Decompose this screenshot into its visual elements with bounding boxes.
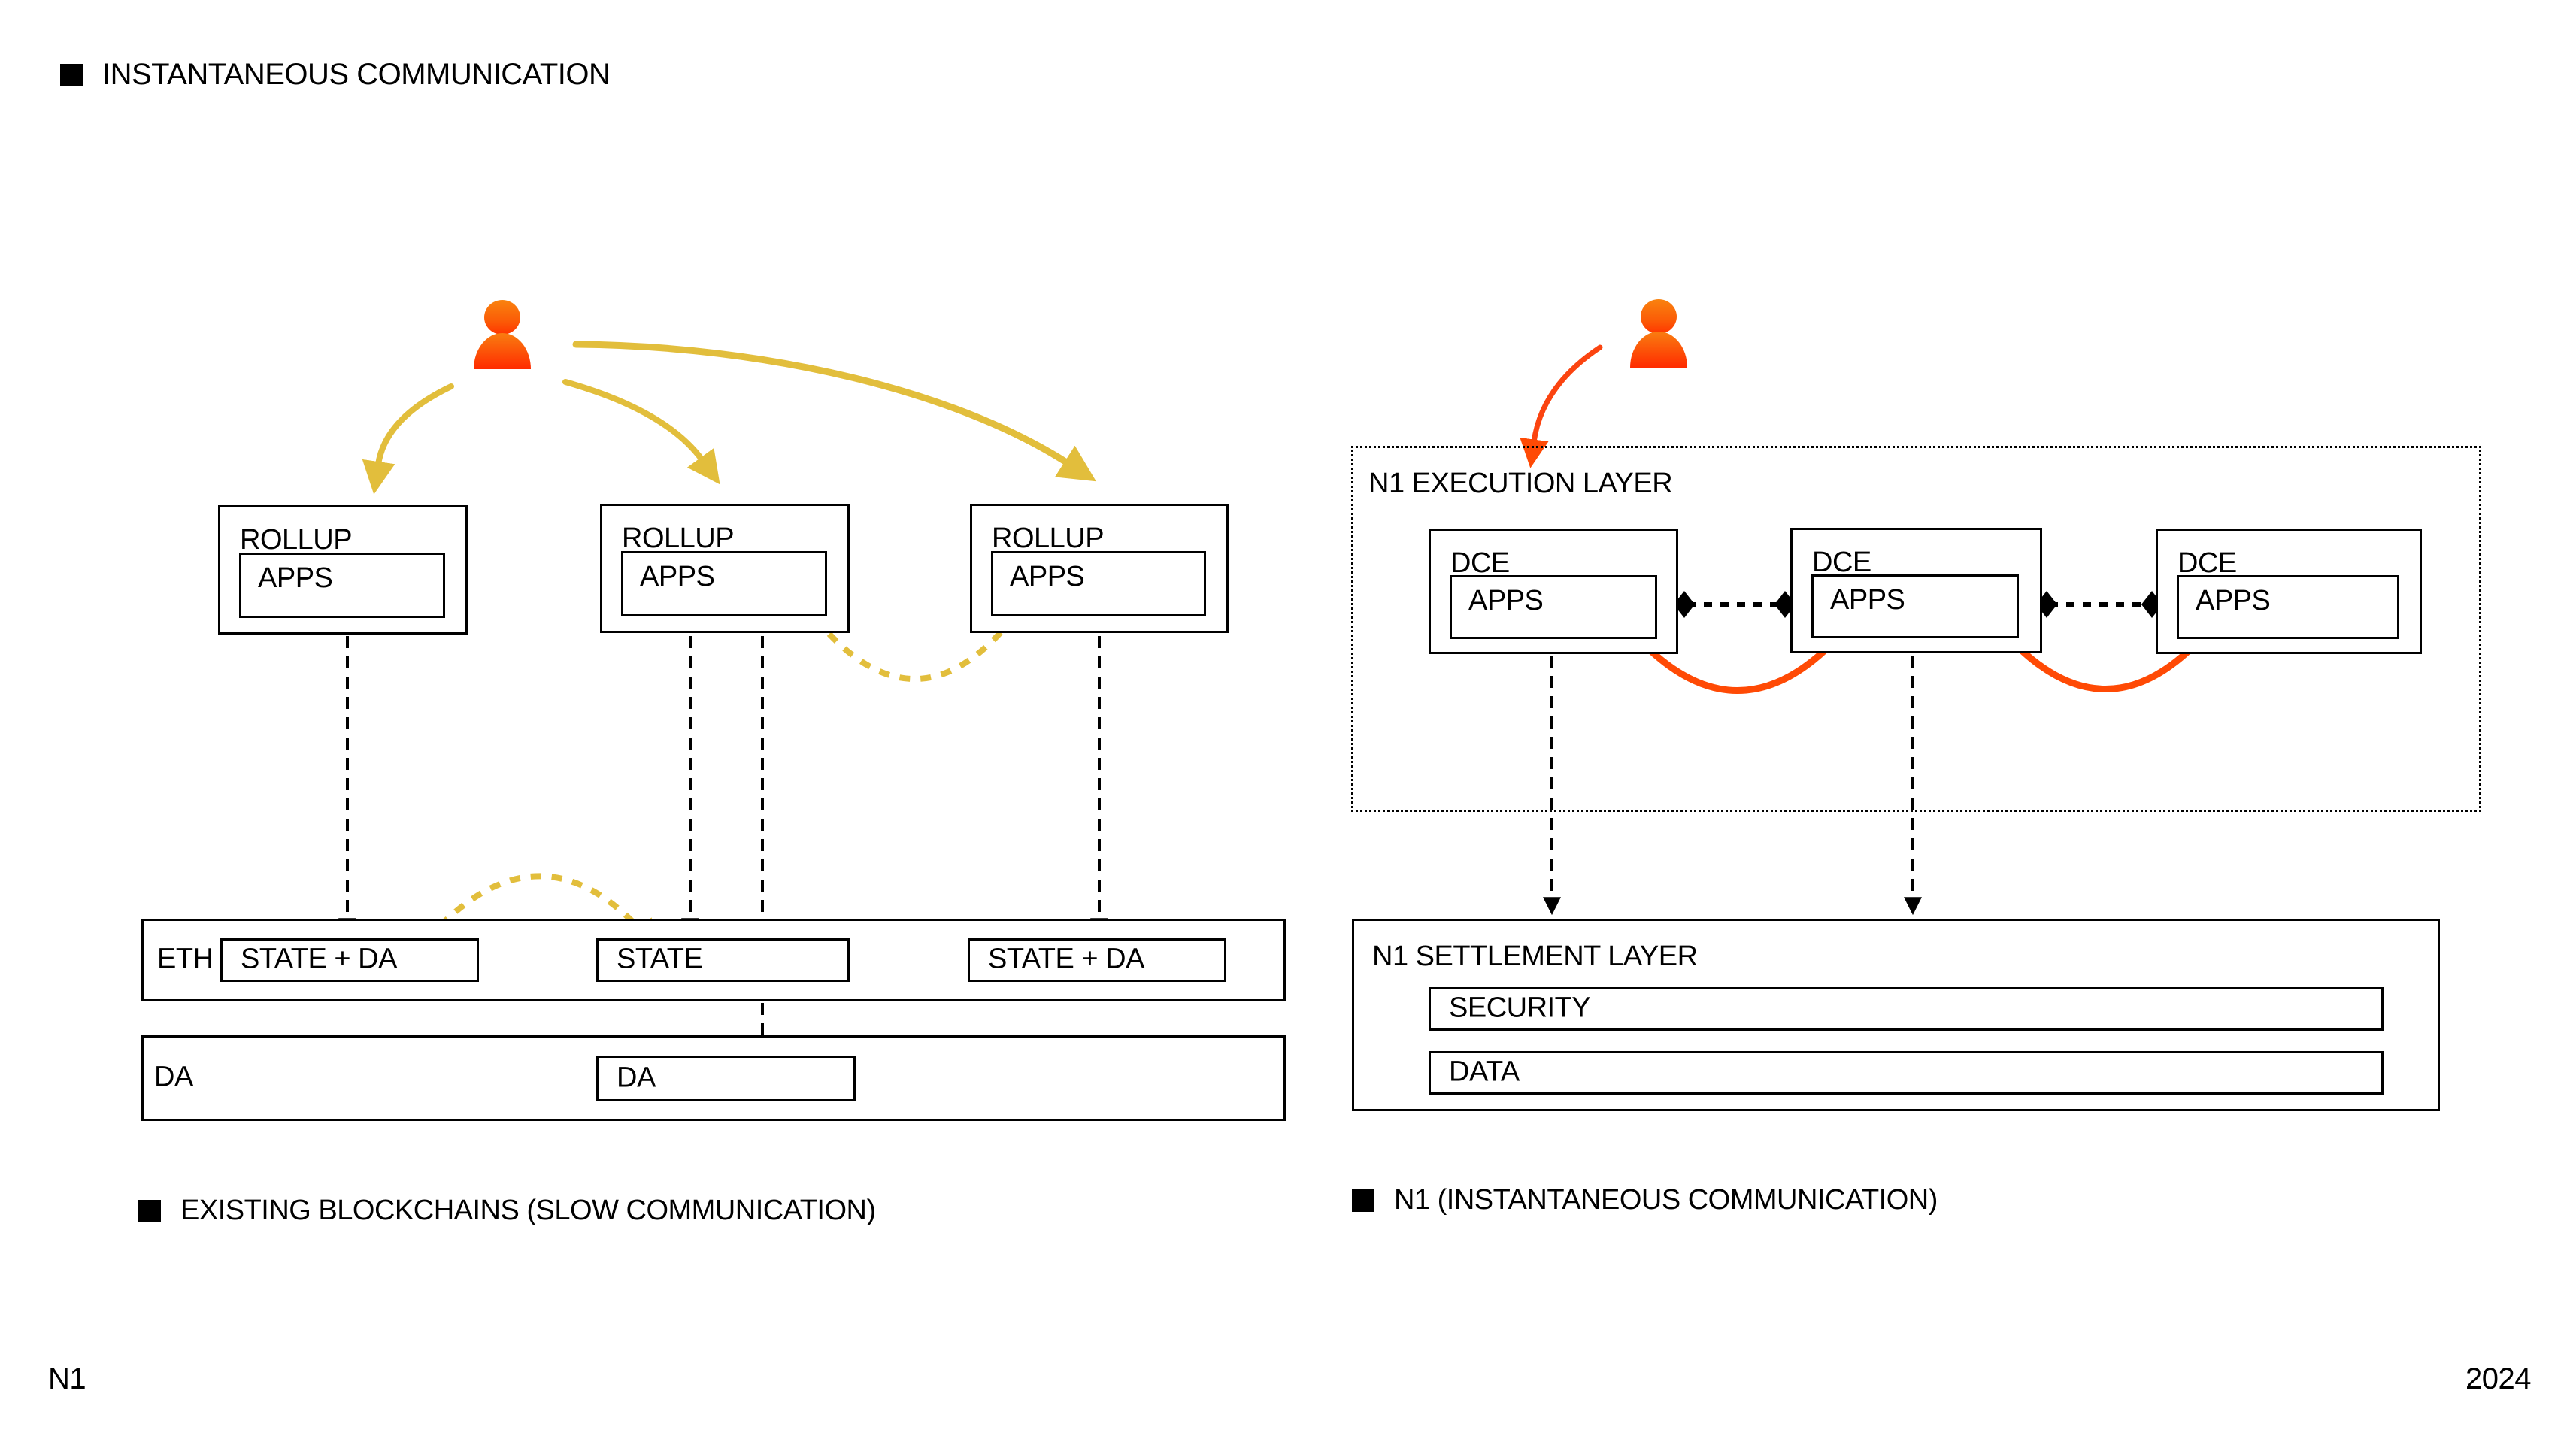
security-label: SECURITY <box>1449 992 1591 1024</box>
right-caption-label: N1 (INSTANTANEOUS COMMUNICATION) <box>1394 1184 1938 1216</box>
square-bullet-icon <box>1352 1189 1374 1212</box>
user-to-rollup3-arrow <box>572 341 1096 482</box>
state-da-box: STATE + DA <box>968 938 1226 982</box>
user-icon <box>1630 299 1687 368</box>
user-head-icon <box>1641 299 1677 334</box>
state-da-label: STATE + DA <box>241 943 397 975</box>
user-to-execution-arrow <box>1520 344 1603 468</box>
apps-label: APPS <box>640 561 715 592</box>
apps-label: APPS <box>1010 561 1085 592</box>
dce-box: DCE APPS <box>2156 529 2422 654</box>
data-box: DATA <box>1429 1051 2384 1095</box>
apps-box: APPS <box>239 553 445 618</box>
square-bullet-icon <box>60 64 83 86</box>
user-to-rollup1-arrow <box>362 383 454 495</box>
data-label: DATA <box>1449 1056 1520 1088</box>
dce-label: DCE <box>1812 547 1871 578</box>
state-box: STATE <box>596 938 850 982</box>
left-caption-label: EXISTING BLOCKCHAINS (SLOW COMMUNICATION… <box>180 1195 876 1226</box>
rollup-label: ROLLUP <box>240 524 353 556</box>
user-to-rollup2-arrow <box>562 379 720 485</box>
rollup-box: ROLLUP APPS <box>970 504 1229 633</box>
dce-box: DCE APPS <box>1429 529 1678 654</box>
state-da-box: STATE + DA <box>220 938 479 982</box>
rollup-box: ROLLUP APPS <box>218 505 468 635</box>
right-caption: N1 (INSTANTANEOUS COMMUNICATION) <box>1352 1186 1938 1215</box>
settlement-layer: N1 SETTLEMENT LAYER SECURITY DATA <box>1352 919 2440 1111</box>
apps-label: APPS <box>258 562 333 594</box>
page-title: INSTANTANEOUS COMMUNICATION <box>60 58 611 91</box>
user-body-icon <box>1630 332 1687 368</box>
state-da-label: STATE + DA <box>988 943 1144 975</box>
da-box-label: DA <box>617 1062 656 1094</box>
settlement-layer-label: N1 SETTLEMENT LAYER <box>1372 941 1698 972</box>
apps-box: APPS <box>1811 574 2019 638</box>
eth-row: ETH STATE + DA STATE STATE + DA <box>141 919 1286 1001</box>
rollup-label: ROLLUP <box>992 523 1105 554</box>
da-box: DA <box>596 1056 856 1101</box>
dce-box: DCE APPS <box>1790 528 2042 653</box>
rollup-label: ROLLUP <box>622 523 735 554</box>
footer-year: 2024 <box>2465 1362 2531 1395</box>
da-row: DA DA <box>141 1035 1286 1121</box>
rollup-box: ROLLUP APPS <box>600 504 850 633</box>
apps-box: APPS <box>991 551 1206 616</box>
dce-label: DCE <box>2177 547 2237 579</box>
apps-label: APPS <box>1830 584 1905 616</box>
state-label: STATE <box>617 943 703 975</box>
apps-box: APPS <box>1450 575 1657 639</box>
apps-box: APPS <box>2177 575 2399 639</box>
page-title-label: INSTANTANEOUS COMMUNICATION <box>102 58 611 91</box>
user-head-icon <box>484 300 520 335</box>
footer-brand: N1 <box>48 1362 86 1395</box>
execution-layer <box>1351 446 2481 812</box>
left-caption: EXISTING BLOCKCHAINS (SLOW COMMUNICATION… <box>138 1195 876 1226</box>
apps-label: APPS <box>1468 585 1544 616</box>
execution-layer-label: N1 EXECUTION LAYER <box>1368 468 1673 499</box>
eth-label: ETH <box>157 943 214 975</box>
square-bullet-icon <box>138 1200 161 1222</box>
apps-box: APPS <box>621 551 827 616</box>
user-body-icon <box>474 333 531 369</box>
apps-label: APPS <box>2196 585 2271 616</box>
security-box: SECURITY <box>1429 987 2384 1031</box>
da-row-label: DA <box>154 1061 193 1093</box>
user-icon <box>474 300 531 369</box>
dce-label: DCE <box>1450 547 1510 579</box>
